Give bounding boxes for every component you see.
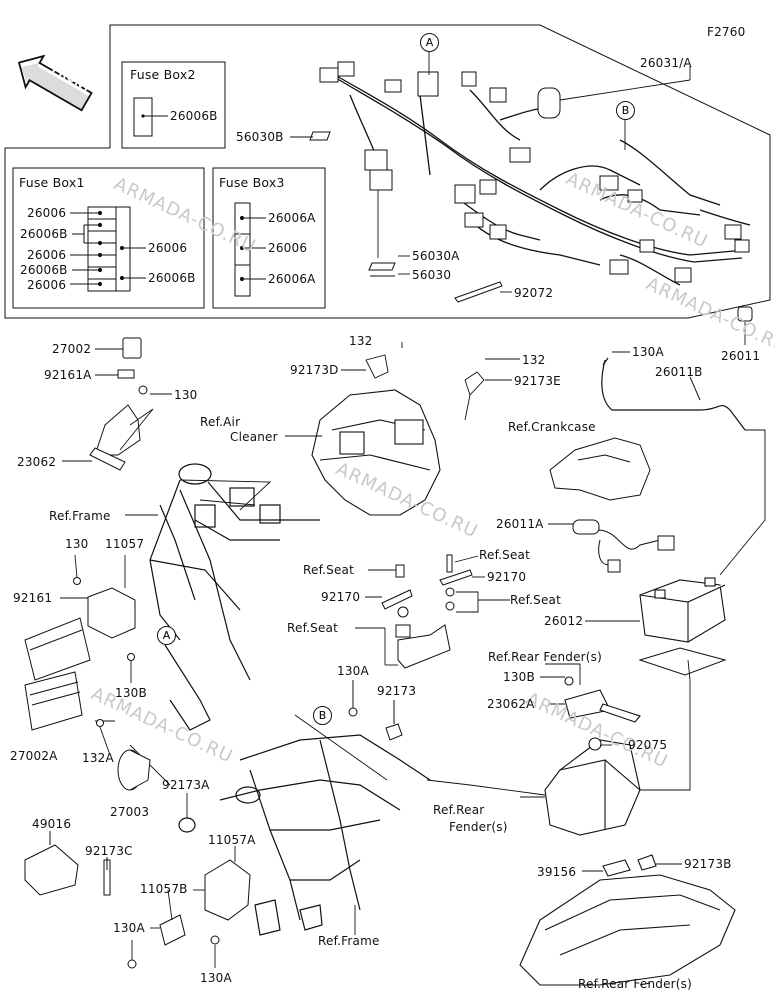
relay-bracket-assembly: [89, 337, 148, 471]
harness-connectors: [319, 61, 753, 322]
rear-frame-section: [178, 734, 431, 936]
fuse-box1-part: 26006B: [20, 263, 68, 277]
part-label: 130: [65, 537, 89, 551]
fuse-box3-part: 26006A: [268, 211, 316, 225]
part-label: 130B: [115, 686, 147, 700]
part-label: 26011: [721, 349, 761, 363]
part-label: 26012: [544, 614, 584, 628]
part-label: 39156: [537, 865, 577, 879]
battery-cable-26011B: [601, 357, 746, 431]
part-label: 11057: [105, 537, 145, 551]
ref-label: Ref.Frame: [318, 934, 380, 948]
fuse-box1-part: 26006: [27, 278, 67, 292]
part-label: 92170: [321, 590, 361, 604]
part-label: 132A: [82, 751, 114, 765]
ref-label: Ref.Rear Fender(s): [488, 650, 603, 664]
fuse-box2-title: Fuse Box2: [130, 67, 196, 82]
part-label: 26011A: [496, 517, 544, 531]
cover-49016: [24, 844, 79, 896]
ref-label: Ref.Seat: [479, 548, 531, 562]
fuse-box2-part: 26006B: [170, 109, 218, 123]
fuse-box3-title: Fuse Box3: [219, 175, 285, 190]
part-label: 92072: [514, 286, 554, 300]
fuse-box1-part: 26006: [27, 206, 67, 220]
front-arrow-icon: [17, 54, 93, 112]
fuse-box1-part: 26006B: [148, 271, 196, 285]
fuse-box3-part: 26006: [268, 241, 308, 255]
part-label: 11057B: [140, 882, 188, 896]
ref-label: Ref.Seat: [510, 593, 562, 607]
ref-label: Ref.Seat: [303, 563, 355, 577]
battery-pad: [638, 647, 727, 676]
part-label: 56030B: [236, 130, 284, 144]
ref-label: Fender(s): [449, 820, 508, 834]
fuse-box2-frame: [121, 61, 226, 149]
part-label: 92173D: [290, 363, 339, 377]
part-label: 132: [349, 334, 373, 348]
fuse-box3-part: 26006A: [268, 272, 316, 286]
part-label: 130A: [200, 971, 232, 985]
harness-frame-outline: [4, 24, 771, 319]
fuse-box1-part: 26006: [148, 241, 188, 255]
battery-26012: [639, 577, 726, 643]
fuse-box1-frame: [12, 167, 205, 309]
fuse-box1-part: 26006: [27, 248, 67, 262]
fuse-box1-part: 26006B: [20, 227, 68, 241]
marker-b: B: [616, 101, 635, 120]
ref-label: Ref.Rear Fender(s): [578, 977, 693, 991]
air-cleaner: [311, 389, 441, 516]
part-label: 92173E: [514, 374, 561, 388]
marker-a: A: [420, 33, 439, 52]
seat-bracket-assembly: [381, 554, 473, 669]
cable-26011A: [572, 519, 675, 573]
crankcase: [549, 437, 651, 501]
part-label: 92173A: [162, 778, 210, 792]
part-label: 56030: [412, 268, 452, 282]
part-label: 11057A: [208, 833, 256, 847]
part-label: 92075: [628, 738, 668, 752]
part-label: 92173B: [684, 857, 732, 871]
fuse-box1-title: Fuse Box1: [19, 175, 85, 190]
part-label: 92161A: [44, 368, 92, 382]
part-label: 56030A: [412, 249, 460, 263]
bracket-11057A: [127, 859, 251, 969]
part-label: 23062: [17, 455, 57, 469]
figure-code: F2760: [707, 25, 746, 39]
part-label: 130A: [113, 921, 145, 935]
part-label: 26011B: [655, 365, 703, 379]
part-label: 26031/A: [640, 56, 692, 70]
part-label: 92173C: [85, 844, 133, 858]
part-label: 92170: [487, 570, 527, 584]
ref-label: Ref.Seat: [287, 621, 339, 635]
fuse-box3-frame: [212, 167, 326, 309]
ref-label: Ref.Crankcase: [508, 420, 596, 434]
fuse-box1-leaders: [70, 210, 146, 287]
part-label: 130A: [337, 664, 369, 678]
marker-a: A: [157, 626, 176, 645]
part-label: 27003: [110, 805, 150, 819]
part-label: 23062A: [487, 697, 535, 711]
fuse-box1-block: [87, 206, 131, 292]
part-label: 27002: [52, 342, 92, 356]
part-label: 49016: [32, 817, 72, 831]
marker-b: B: [313, 706, 332, 725]
part-label: 130: [174, 388, 198, 402]
ref-label: Ref.Air: [200, 415, 241, 429]
rear-fender: [519, 854, 736, 986]
part-label: 92161: [13, 591, 53, 605]
horn: [96, 719, 151, 791]
part-label: 92173: [377, 684, 417, 698]
part-label: 130B: [503, 670, 535, 684]
ref-label: Ref.Rear: [433, 803, 485, 817]
frame-front-section: [149, 463, 320, 731]
part-label: 132: [522, 353, 546, 367]
battery-case: [544, 676, 641, 836]
part-label: 130A: [632, 345, 664, 359]
part-label: 27002A: [10, 749, 58, 763]
ref-label: Ref.Frame: [49, 509, 111, 523]
ecu-bracket-assembly: [24, 577, 136, 731]
ref-label: Cleaner: [230, 430, 278, 444]
